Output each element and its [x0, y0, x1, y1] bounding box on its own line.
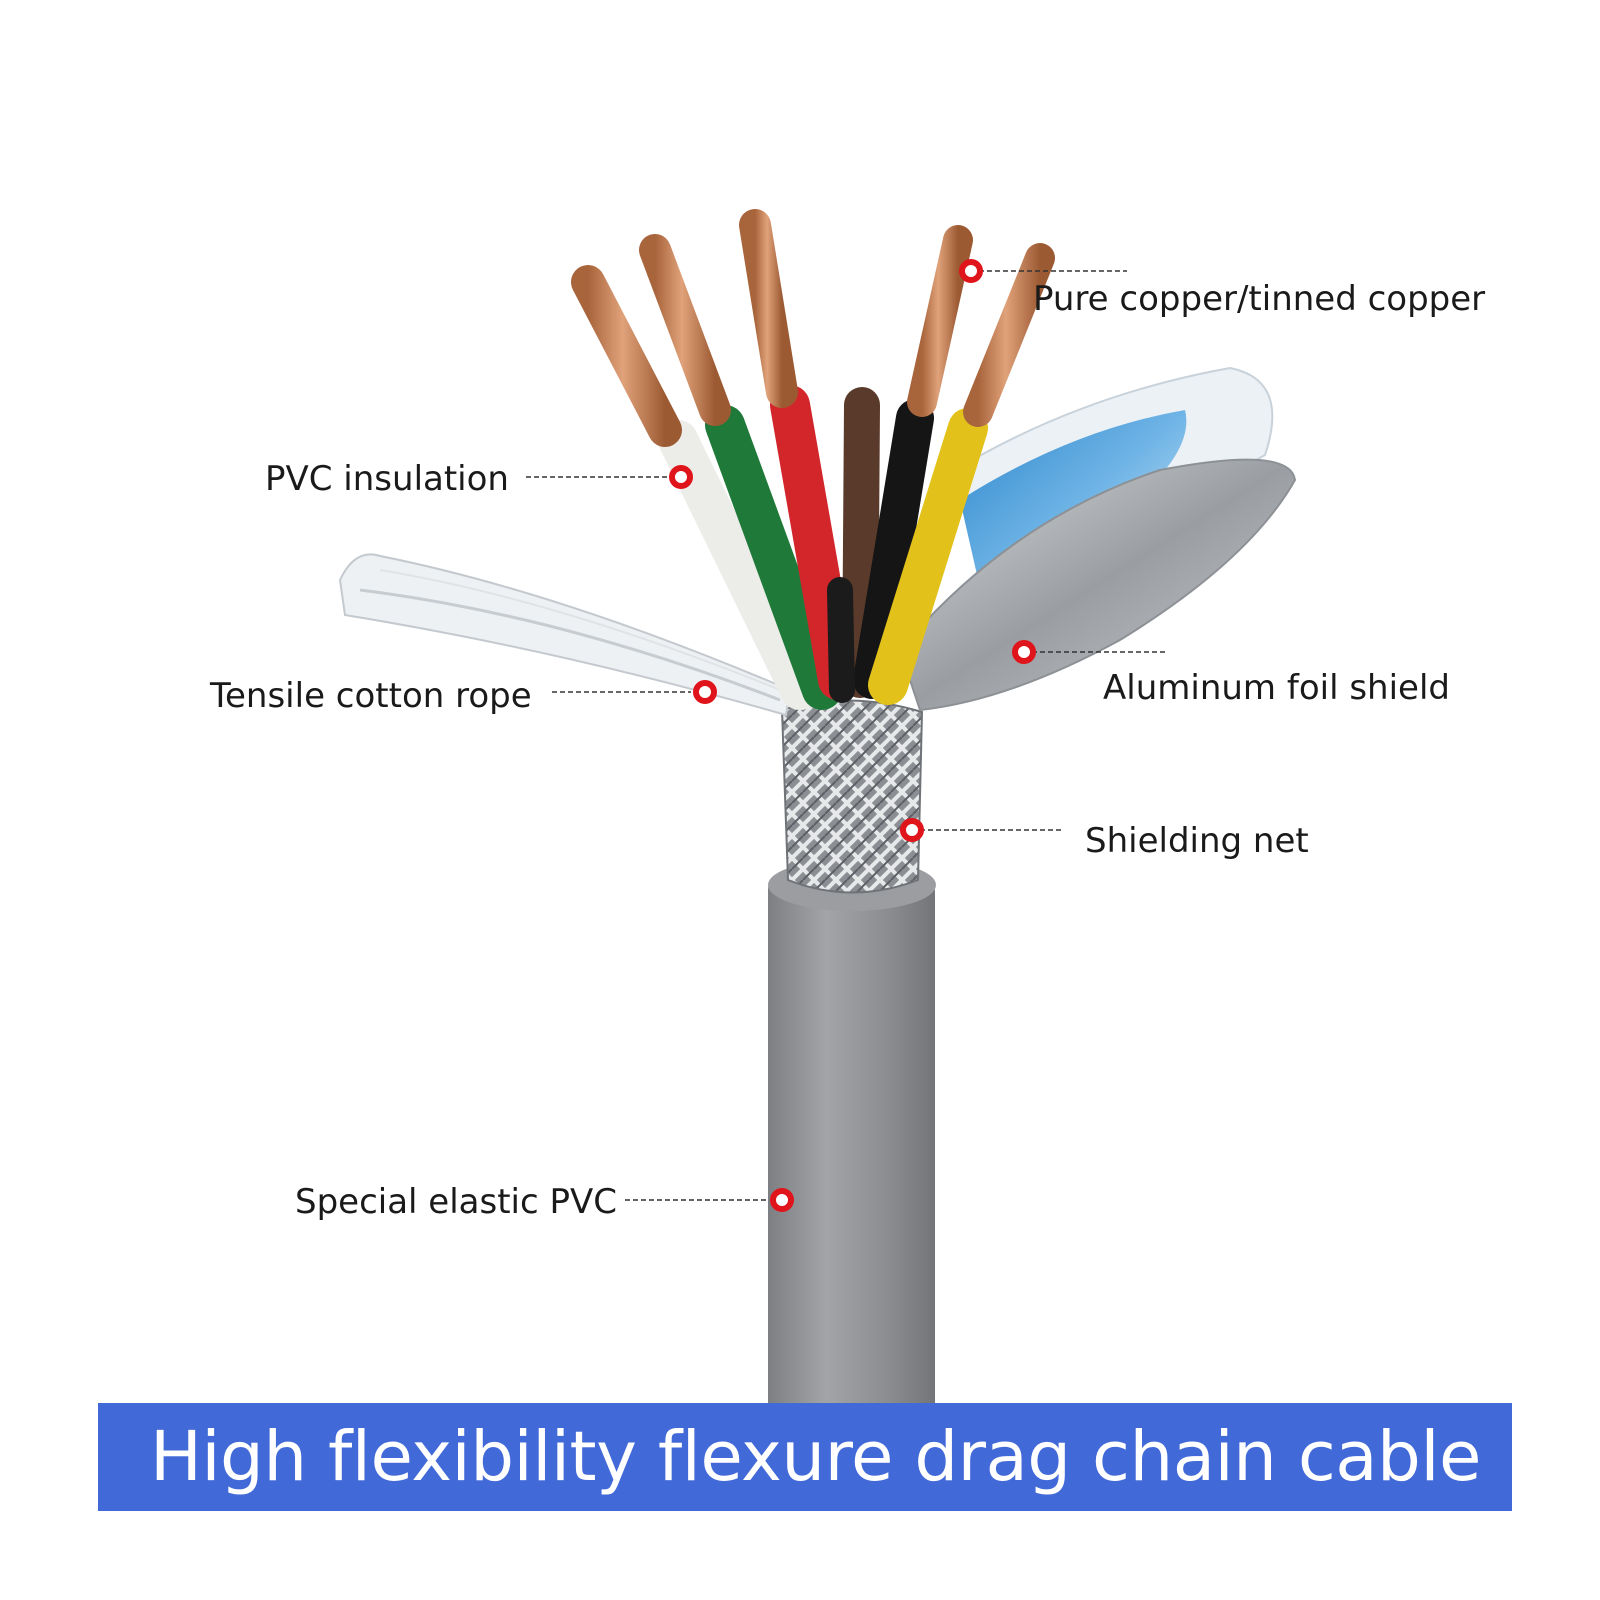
label-cotton-rope: Tensile cotton rope — [209, 676, 532, 716]
wire-yellow — [868, 243, 1055, 705]
wire-green — [639, 234, 842, 710]
title-banner: High flexibility flexure drag chain cabl… — [98, 1403, 1512, 1511]
marker-pvc-insulation — [669, 465, 693, 489]
shielding-net-braid — [780, 699, 924, 894]
marker-copper — [959, 259, 983, 283]
wire-black — [853, 225, 973, 699]
tensile-cotton-rope — [338, 553, 792, 717]
leader-lines — [526, 270, 1167, 1201]
marker-sheath — [770, 1188, 794, 1212]
filler-core-black — [827, 577, 855, 703]
callout-markers — [669, 259, 1036, 1212]
label-foil-shield: Aluminum foil shield — [1103, 668, 1450, 708]
banner-title: High flexibility flexure drag chain cabl… — [150, 1417, 1481, 1497]
pvc-sheath — [768, 859, 936, 1405]
label-pvc-insulation: PVC insulation — [265, 459, 509, 499]
aluminum-foil-layer — [898, 366, 1297, 712]
label-shielding-net: Shielding net — [1085, 821, 1309, 861]
marker-shielding-net — [900, 818, 924, 842]
label-sheath: Special elastic PVC — [295, 1182, 617, 1222]
marker-cotton-rope — [693, 680, 717, 704]
callout-labels: Pure copper/tinned copper PVC insulation… — [209, 279, 1485, 1222]
wire-brown — [842, 207, 880, 698]
marker-foil-shield — [1012, 640, 1036, 664]
insulated-wires — [571, 207, 1055, 710]
wire-white — [571, 265, 820, 710]
label-copper: Pure copper/tinned copper — [1033, 279, 1485, 319]
